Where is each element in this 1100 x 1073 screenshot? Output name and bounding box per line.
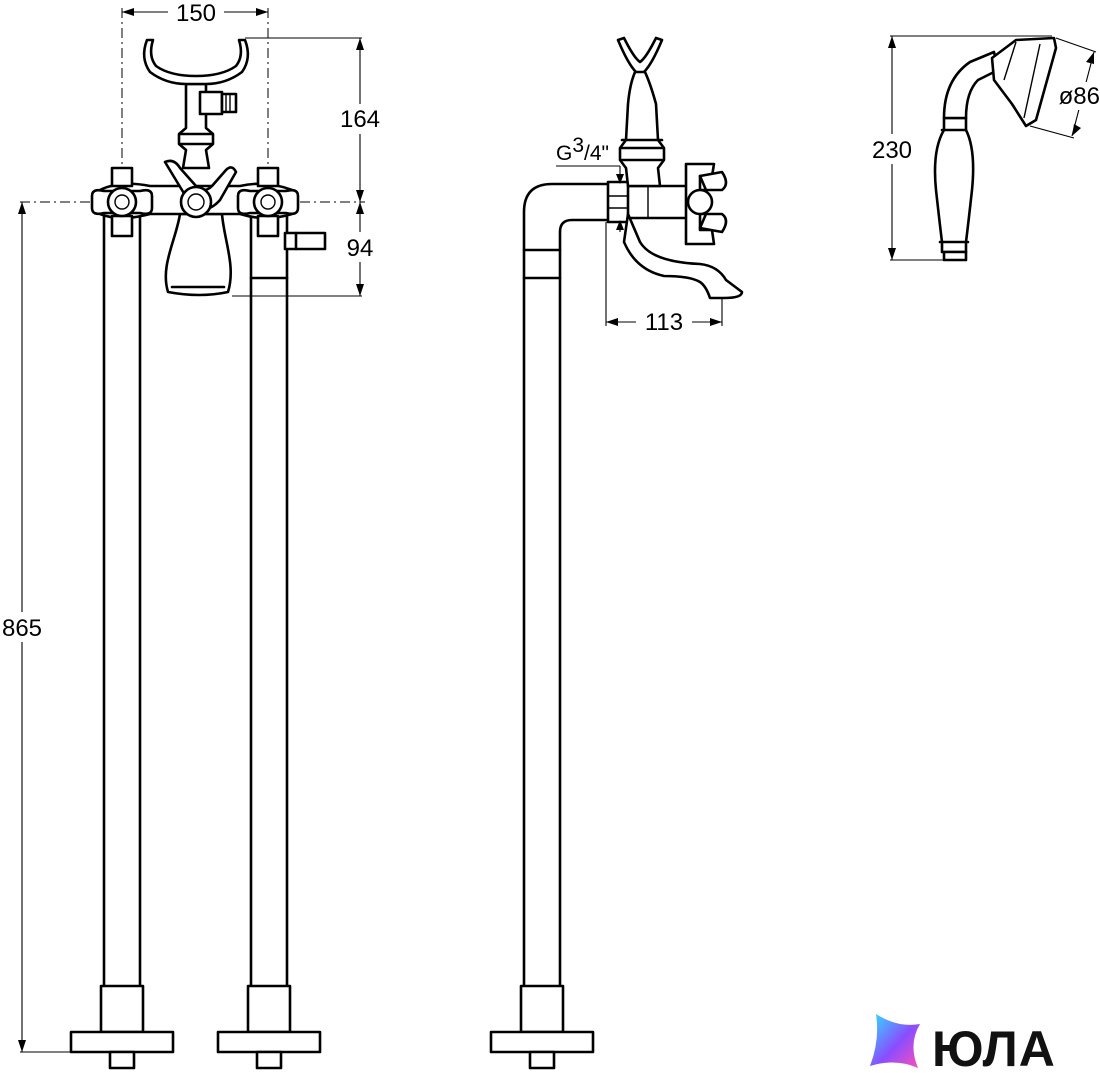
brand-logo: ЮЛА — [870, 1014, 1056, 1073]
thread-rest-label: /4" — [584, 142, 609, 165]
side-cross-handle — [684, 162, 728, 246]
dim-865-label: 865 — [2, 615, 42, 642]
hand-shower-view: 230 ø86 — [866, 35, 1100, 262]
side-supply-pipe — [522, 182, 614, 990]
dimension-spout-reach: 113 — [605, 222, 723, 336]
dim-94-label: 94 — [347, 235, 374, 262]
dimension-shower-length: 230 — [866, 35, 1052, 261]
hand-shower-head — [990, 36, 1058, 128]
right-supply-pipe — [216, 206, 322, 1070]
side-holder-column — [616, 36, 666, 188]
hand-shower-neck — [942, 50, 1000, 120]
side-spout — [622, 212, 744, 300]
side-valve-body — [626, 184, 692, 220]
thread-annotation: G3/4" — [556, 134, 624, 232]
dimension-total-height: 865 — [0, 202, 72, 1053]
dimension-height-top: 164 — [232, 37, 388, 297]
dim-150-label: 150 — [176, 0, 216, 27]
dim-230-label: 230 — [872, 137, 912, 164]
handset-cradle — [142, 38, 250, 86]
dimension-width: 150 — [122, 0, 268, 27]
star-logo-icon — [870, 1014, 920, 1068]
dimension-shower-diameter: ø86 — [1029, 37, 1100, 139]
spout-body — [164, 212, 232, 297]
left-supply-pipe — [69, 206, 175, 1070]
shower-holder-column — [177, 82, 238, 170]
svg-text:G3/4": G3/4" — [556, 134, 609, 165]
thread-sup-label: 3 — [572, 134, 584, 157]
hand-shower-handle — [933, 116, 975, 254]
diverter-stub — [283, 231, 327, 251]
dim-86-label: ø86 — [1059, 83, 1100, 110]
dim-164-label: 164 — [340, 106, 380, 133]
front-view: 150 164 94 865 — [0, 0, 388, 1070]
thread-g-label: G — [556, 142, 572, 165]
side-view: G3/4" 113 — [489, 36, 744, 1070]
dimension-body-height: 94 — [338, 202, 382, 296]
cross-handle-left — [90, 166, 154, 238]
dim-113-label: 113 — [645, 309, 683, 336]
cross-handle-right — [236, 166, 300, 238]
logo-text: ЮЛА — [932, 1021, 1056, 1073]
